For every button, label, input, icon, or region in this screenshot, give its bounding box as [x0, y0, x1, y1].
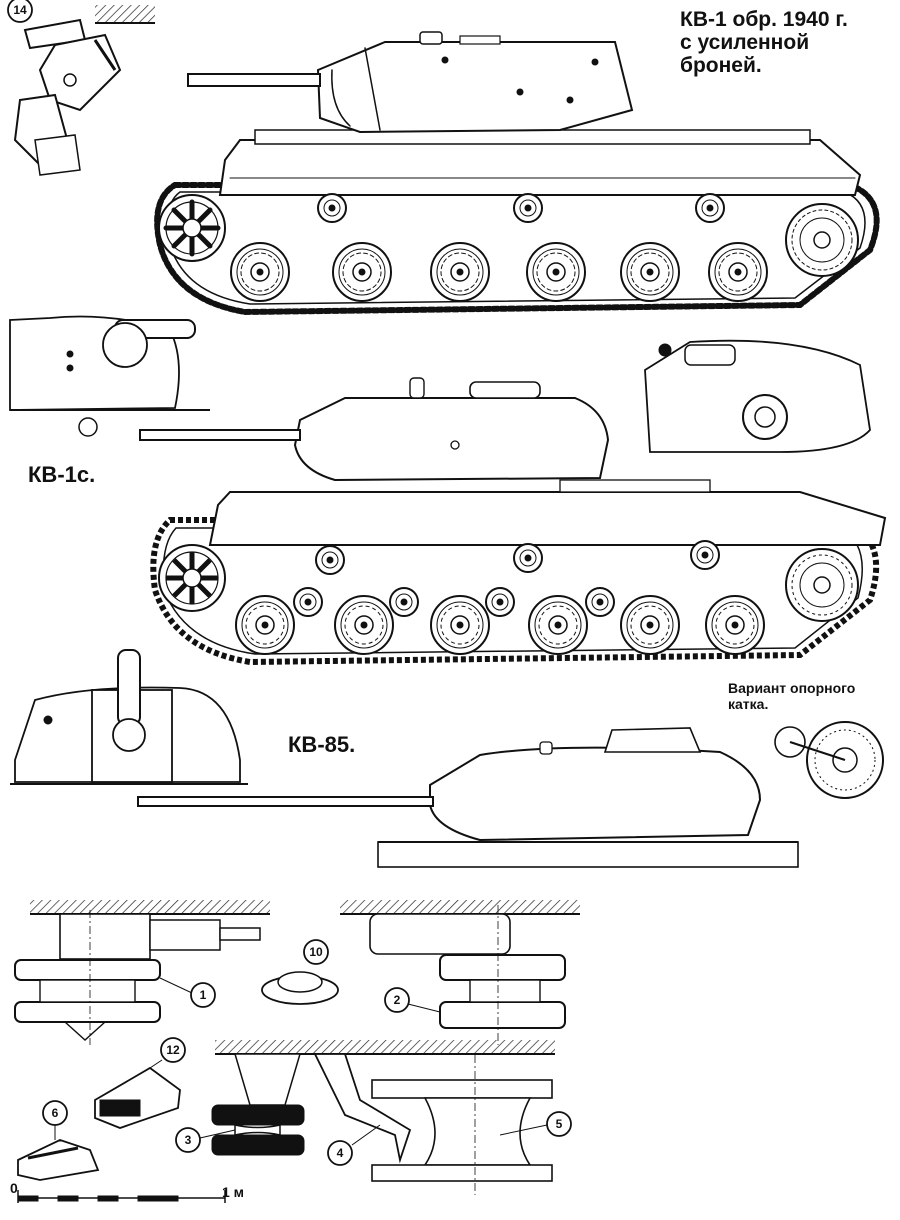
kv1s-turret-rear-detail: [644, 339, 871, 453]
svg-text:10: 10: [309, 945, 323, 959]
svg-text:12: 12: [166, 1043, 180, 1057]
svg-text:2: 2: [394, 993, 401, 1007]
callout-10: 10: [303, 939, 329, 965]
callout-1: 1: [159, 977, 216, 1008]
callout-12: 12: [149, 1037, 186, 1069]
kv1s-title: КВ-1с.: [28, 462, 96, 487]
callout-5: 5: [499, 1111, 572, 1137]
scale-one-meter-label: 1 м: [222, 1184, 245, 1200]
roadwheel-variant-detail: [774, 721, 884, 799]
scale-bar: [17, 1190, 226, 1203]
callout-3: 3: [175, 1127, 236, 1153]
suspension-detail-bottom: [211, 1040, 555, 1195]
kv1-title: КВ-1 обр. 1940 г. с усиленной броней.: [680, 8, 848, 77]
suspension-detail-left: [14, 900, 270, 1045]
kv1s-gun-mantlet-detail: [9, 315, 210, 437]
wheel-variant-note: Вариант опорного катка.: [728, 680, 856, 712]
part-12-bracket: [94, 1066, 181, 1129]
kv1-side-view: [154, 31, 880, 316]
callout-4: 4: [327, 1124, 381, 1166]
scale-zero-label: 0: [10, 1180, 18, 1196]
svg-text:14: 14: [13, 3, 27, 17]
callout-14: 14: [7, 0, 33, 23]
callout-markers: 14 10 1 2 12 6 3 4 5: [7, 0, 572, 1166]
kv85-turret-front-detail: [10, 649, 248, 785]
part-6-plate: [17, 1139, 100, 1181]
hatch-periscope-detail: [13, 5, 155, 176]
kv1s-side-view: [139, 377, 887, 666]
kv85-side-view: [137, 727, 799, 868]
svg-text:5: 5: [556, 1117, 563, 1131]
callout-2: 2: [384, 987, 441, 1013]
part-10-cap: [261, 971, 339, 1005]
svg-text:1: 1: [200, 988, 207, 1002]
callout-6: 6: [42, 1100, 68, 1140]
kv85-title: КВ-85.: [288, 732, 356, 757]
svg-text:6: 6: [52, 1106, 59, 1120]
svg-text:4: 4: [337, 1146, 344, 1160]
svg-text:3: 3: [185, 1133, 192, 1147]
suspension-detail-right: [340, 900, 580, 1045]
